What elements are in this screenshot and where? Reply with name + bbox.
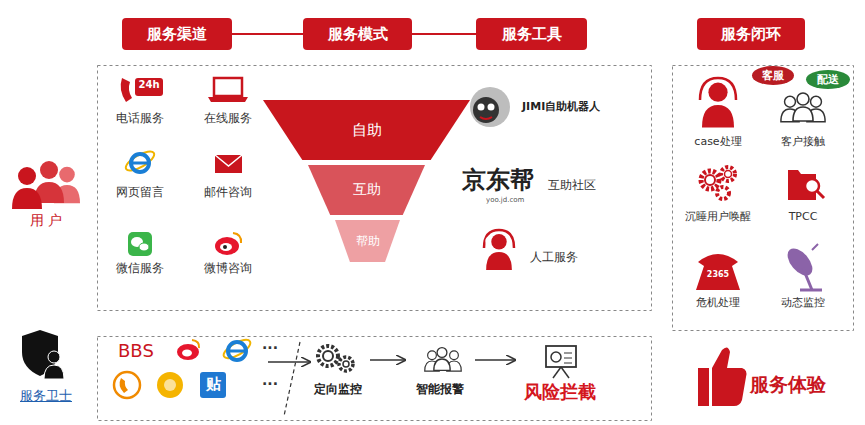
node-text: 服务模式 — [328, 25, 388, 44]
text-label: 服务体验 — [750, 373, 826, 396]
funnel-band: 自助 — [263, 100, 470, 160]
node-text: 自助 — [352, 121, 382, 140]
text-label: 危机处理 — [696, 296, 740, 309]
node-text: 服务渠道 — [147, 25, 207, 44]
node-text: 定向监控 — [314, 381, 362, 398]
user-icon — [12, 161, 80, 209]
text-label: 2365 — [707, 270, 729, 280]
text-label: 微信服务 — [116, 261, 164, 275]
text-label: BBS — [118, 340, 154, 362]
text-label: 贴 — [206, 375, 221, 393]
text-label: ··· — [262, 340, 278, 357]
connector — [370, 359, 405, 361]
text-label: JIMI自助机器人 — [522, 100, 600, 113]
text-label: 在线服务 — [204, 111, 252, 125]
guard-flow-icons — [114, 336, 576, 416]
flow-step: 风险拦截 — [515, 340, 605, 404]
node-text: 智能报警 — [416, 381, 464, 398]
funnel-band: 帮助 — [335, 220, 400, 262]
node-text: 配送 — [817, 72, 839, 87]
text-label: 动态监控 — [781, 296, 825, 309]
text-label: 微博咨询 — [204, 261, 252, 275]
node-text: 服务闭环 — [721, 25, 781, 44]
flow-step: 定向监控 — [305, 340, 370, 398]
role-oval: 客服 — [752, 66, 794, 85]
thumb-icon — [698, 347, 747, 406]
node-text: 客服 — [762, 68, 784, 83]
text-label: 沉睡用户唤醒 — [685, 210, 751, 223]
connector — [232, 33, 303, 35]
section-tab: 服务闭环 — [697, 18, 805, 50]
section-tab: 服务工具 — [476, 18, 587, 50]
text-label: TPCC — [789, 210, 818, 223]
node-text: 帮助 — [356, 233, 380, 250]
text-label: 人工服务 — [530, 250, 578, 264]
loop-icons — [696, 78, 825, 290]
section-tab: 服务渠道 — [122, 18, 232, 50]
text-label: ··· — [262, 376, 278, 393]
section-tab: 服务模式 — [303, 18, 412, 50]
text-label: 互助社区 — [548, 178, 596, 192]
text-label: 网页留言 — [116, 185, 164, 199]
connector — [475, 359, 515, 361]
node-text: 风险拦截 — [524, 380, 596, 404]
panels — [98, 66, 854, 421]
text-label: 用 户 — [30, 212, 62, 229]
flow-step: 智能报警 — [405, 340, 475, 398]
text-label: 24h — [138, 79, 159, 91]
connector — [412, 33, 476, 35]
text-label: 京东帮 — [462, 166, 534, 195]
channel-icons — [121, 78, 248, 256]
node-text: 服务工具 — [502, 25, 562, 44]
guard-icon — [22, 330, 64, 379]
text-label: yoo.jd.com — [486, 196, 524, 204]
text-label: 邮件咨询 — [204, 185, 252, 199]
text-label: 客户接触 — [781, 135, 825, 148]
text-label: 电话服务 — [116, 111, 164, 125]
text-label: 服务卫士 — [20, 388, 72, 404]
role-oval: 配送 — [806, 70, 850, 89]
text-label: case处理 — [694, 135, 741, 148]
funnel-band: 互助 — [308, 165, 425, 215]
node-text: 互助 — [353, 181, 381, 199]
